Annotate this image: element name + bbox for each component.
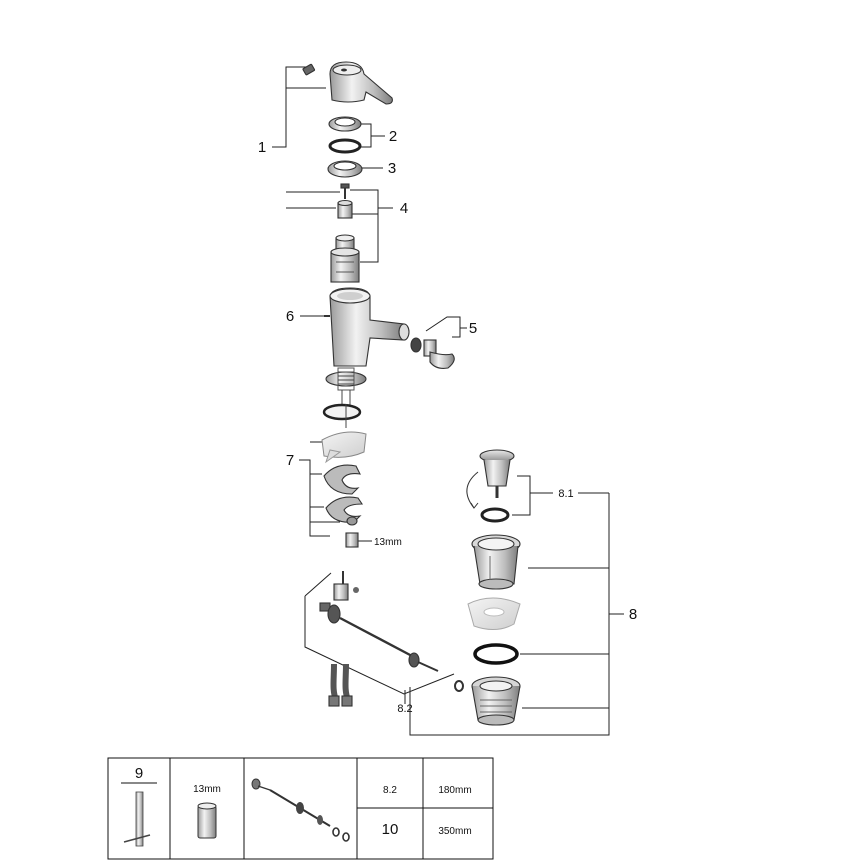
pull-rod-icon xyxy=(251,778,350,842)
aerator xyxy=(410,337,455,369)
callout-4: 4 xyxy=(400,200,408,217)
row1-length: 180mm xyxy=(438,785,471,796)
lift-rod-assembly xyxy=(319,583,464,692)
drain-parts xyxy=(466,449,521,726)
drain-lower-body xyxy=(471,676,521,726)
drain-pale-gasket xyxy=(467,597,521,630)
faucet-parts xyxy=(302,61,464,707)
callout-3: 3 xyxy=(388,160,396,177)
size-13mm-label: 13mm xyxy=(374,537,402,548)
cartridge xyxy=(330,234,360,283)
base-flange xyxy=(325,367,367,412)
pale-washer xyxy=(321,431,367,464)
leader-lines xyxy=(272,66,624,736)
drain-o-ring xyxy=(473,643,519,665)
rotate-arrow-icon xyxy=(466,471,479,509)
callout-1: 1 xyxy=(258,139,266,156)
horseshoe-washer xyxy=(323,464,361,495)
callout-labels: 1 2 3 4 5 6 7 8 8.1 8.2 13mm xyxy=(258,128,637,715)
tool-number: 9 xyxy=(135,765,143,782)
row2-length: 350mm xyxy=(438,826,471,837)
wrench-tool-icon xyxy=(123,791,151,847)
callout-6: 6 xyxy=(286,308,294,325)
horseshoe-washer-2 xyxy=(325,496,364,523)
faucet-body xyxy=(324,287,410,367)
flex-hoses xyxy=(328,663,353,707)
tools-table: 9 13mm 8.2 180mm 10 350mm xyxy=(107,757,494,860)
drain-body xyxy=(471,534,521,590)
callout-2: 2 xyxy=(389,128,397,145)
socket-size-label: 13mm xyxy=(193,784,221,795)
callout-8-2: 8.2 xyxy=(397,703,412,715)
callout-8: 8 xyxy=(629,606,637,623)
lever-handle xyxy=(329,61,393,105)
row2-ref: 10 xyxy=(382,821,399,838)
plug-seal xyxy=(480,507,510,523)
callout-8-1: 8.1 xyxy=(558,488,573,500)
sleeve-13mm xyxy=(345,532,359,548)
adapter xyxy=(337,199,353,219)
small-screw xyxy=(340,183,350,199)
o-ring xyxy=(328,138,362,154)
grub-screw xyxy=(302,63,316,76)
drain-plug xyxy=(479,449,515,498)
socket-icon xyxy=(197,802,217,839)
base-gasket xyxy=(322,403,362,428)
hex-nut xyxy=(346,516,358,526)
row1-ref: 8.2 xyxy=(383,785,397,796)
cartridge-nut xyxy=(327,160,363,178)
callout-7: 7 xyxy=(286,452,294,469)
cap-ring xyxy=(328,116,362,132)
callout-5: 5 xyxy=(469,320,477,337)
